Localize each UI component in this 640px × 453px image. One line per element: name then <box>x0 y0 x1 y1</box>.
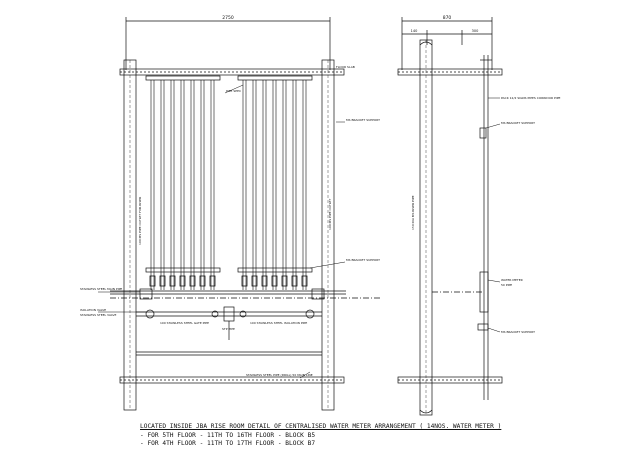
side-top-label: PACK 12/2 SIGNS PIPES CORRIDOR PIPE <box>501 96 561 100</box>
meter-bracket-bar <box>145 267 313 273</box>
side-slabs <box>397 68 503 384</box>
leaders <box>98 84 346 379</box>
stp-pipe-label: STP PIPE <box>222 327 235 331</box>
drawing-title: LOCATED INSIDE JBA RISE ROOM DETAIL OF C… <box>140 423 502 430</box>
floor-slab-label: FLOOR SLAB <box>336 65 355 69</box>
pipe-b-label: 100 STAINLESS STEEL ISOLATION PIPE <box>250 321 307 325</box>
side-sub-dimension-left: 140 <box>411 29 418 33</box>
riser-top-header <box>145 75 313 81</box>
side-leaders <box>485 97 501 333</box>
bottom-slab <box>119 376 345 384</box>
side-bottom-label: MS BRACKET SUPPORT <box>501 330 535 334</box>
front-dimension <box>125 17 331 70</box>
side-pipe-label: 50 PIPE <box>501 283 512 287</box>
bracket-top-label: MS BRACKET SUPPORT <box>346 118 380 122</box>
stainless-main-label: STAINLESS STEEL MAIN PIPE <box>80 287 122 291</box>
isolation-valve-label: ISOLATION VALVE <box>80 308 106 312</box>
side-bracket-label: MS BRACKET SUPPORT <box>501 121 535 125</box>
ms-bracket-mid-label: MS BRACKET SUPPORT <box>346 258 380 262</box>
side-column <box>419 39 433 416</box>
stainless-valve-label: STAINLESS STEEL VALVE <box>80 313 116 317</box>
lower-pipes <box>136 306 322 340</box>
bottom-pipe-label: STAINLESS STEEL PIPE (DRILL) 50 MAIN LIN… <box>246 373 313 377</box>
top-slab <box>119 68 345 76</box>
side-meter-label: WATER METER <box>501 278 523 282</box>
front-width-dimension: 2750 <box>222 15 234 21</box>
side-sub-dimension-right: 300 <box>472 29 479 33</box>
meter-fittings <box>149 275 308 287</box>
riser-left-label: 100 MS PIPE OUTLET FOR RISER <box>138 197 142 245</box>
bottom-pipe <box>136 351 322 356</box>
side-width-dimension: 870 <box>443 15 452 21</box>
drawing-note-2: - FOR 4TH FLOOR - 11TH TO 17TH FLOOR - B… <box>140 440 316 447</box>
drawing-note-1: - FOR 5TH FLOOR - 11TH TO 16TH FLOOR - B… <box>140 432 316 439</box>
riser-pipes <box>150 80 307 290</box>
riser-right-label: 100 MS PIPE OUTLET <box>328 199 332 230</box>
side-riser <box>432 55 492 400</box>
side-dimension <box>401 17 493 70</box>
pipe-a-label: 100 STAINLESS STEEL GATE PIPE <box>160 321 209 325</box>
pipe-top-label: PIPE SPEC <box>226 89 241 93</box>
right-column <box>321 59 335 411</box>
left-column <box>123 59 137 411</box>
main-header-pipe <box>110 288 380 300</box>
side-riser-label: 150 DIA MS RISER PIPE <box>411 195 415 230</box>
